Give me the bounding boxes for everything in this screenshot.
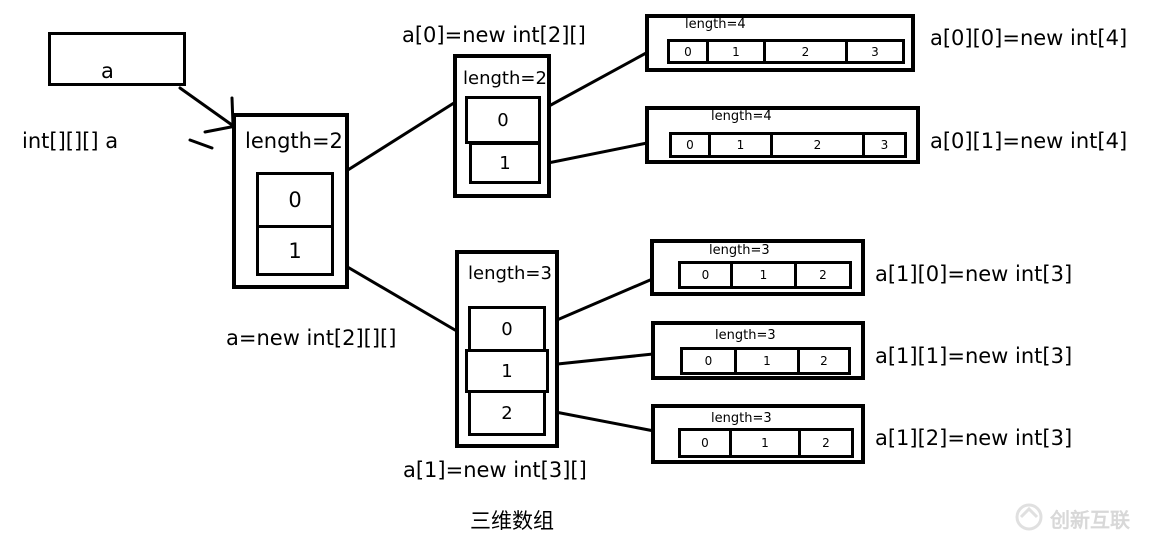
- variable-a-box: a: [48, 32, 186, 86]
- a0-length-label: length=2: [463, 68, 547, 89]
- a12-box: length=3 0 1 2: [651, 404, 865, 464]
- a12-cell-2: 2: [798, 428, 854, 458]
- a11-cell-1: 1: [734, 347, 800, 375]
- a00-caption: a[0][0]=new int[4]: [930, 26, 1128, 50]
- arrow-top0-to-a0: [330, 94, 467, 182]
- watermark-logo-icon: [1015, 503, 1043, 531]
- a12-caption: a[1][2]=new int[3]: [875, 426, 1073, 450]
- a1-length-label: length=3: [468, 263, 552, 284]
- a11-box: length=3 0 1 2: [651, 321, 865, 380]
- a1-caption: a[1]=new int[3][]: [403, 458, 587, 482]
- a01-length-label: length=4: [711, 109, 772, 124]
- diagram-title: 三维数组: [470, 509, 554, 533]
- a10-cell-0: 0: [678, 261, 733, 289]
- a00-cell-2: 2: [763, 39, 848, 64]
- arrow-a-to-top: [178, 86, 234, 127]
- a00-cell-0: 0: [667, 39, 709, 64]
- a00-cell-1: 1: [706, 39, 766, 64]
- a00-length-label: length=4: [685, 17, 746, 32]
- a01-box: length=4 0 1 2 3: [645, 106, 920, 164]
- top-cell-0: 0: [256, 172, 334, 228]
- declaration-label: int[][][] a: [22, 129, 119, 153]
- a00-box: length=4 0 1 2 3: [645, 14, 915, 72]
- a01-cell-3: 3: [862, 132, 907, 158]
- watermark-logo: 创新互联: [1012, 500, 1149, 536]
- a01-cell-0: 0: [669, 132, 711, 158]
- a10-box: length=3 0 1 2: [650, 239, 865, 296]
- a01-cell-2: 2: [770, 132, 865, 158]
- a0-cell-1: 1: [469, 142, 541, 184]
- a1-box: length=3 0 1 2: [455, 250, 559, 448]
- arrow-a01: [536, 140, 654, 167]
- top-array-box: length=2 0 1: [232, 113, 349, 289]
- top-caption: a=new int[2][][]: [226, 326, 397, 350]
- a1-cell-1: 1: [465, 349, 549, 393]
- a11-cell-0: 0: [680, 347, 737, 375]
- arrowhead-tail: [188, 138, 214, 150]
- top-length-label: length=2: [245, 129, 343, 153]
- a12-cell-0: 0: [678, 428, 732, 458]
- a0-box: length=2 0 1: [453, 54, 551, 198]
- arrow-a00: [536, 50, 650, 114]
- a10-length-label: length=3: [709, 243, 770, 258]
- a10-cell-1: 1: [730, 261, 797, 289]
- a0-caption: a[0]=new int[2][]: [402, 23, 586, 47]
- a12-cell-1: 1: [729, 428, 801, 458]
- a1-cell-0: 0: [468, 306, 546, 352]
- a11-length-label: length=3: [715, 328, 776, 343]
- top-cell-1: 1: [256, 225, 334, 276]
- a11-caption: a[1][1]=new int[3]: [875, 344, 1073, 368]
- a12-length-label: length=3: [711, 411, 772, 426]
- a01-cell-1: 1: [708, 132, 773, 158]
- a01-caption: a[0][1]=new int[4]: [930, 129, 1128, 153]
- a0-cell-0: 0: [465, 96, 541, 144]
- a10-caption: a[1][0]=new int[3]: [875, 262, 1073, 286]
- arrowhead-stroke-2: [203, 124, 238, 134]
- a1-cell-2: 2: [468, 390, 546, 436]
- watermark-text: 创新互联: [1050, 508, 1130, 532]
- a00-cell-3: 3: [845, 39, 905, 64]
- a10-cell-2: 2: [794, 261, 852, 289]
- variable-a-label: a: [101, 59, 114, 83]
- a11-cell-2: 2: [797, 347, 851, 375]
